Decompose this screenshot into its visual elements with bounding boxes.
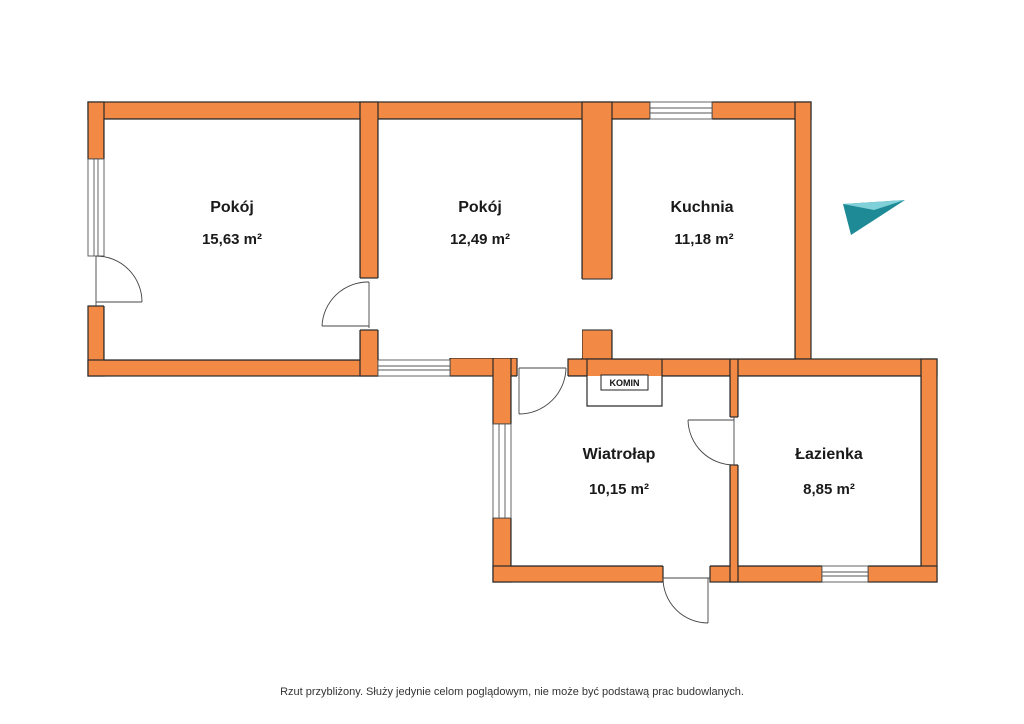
door-bathroom xyxy=(687,417,735,466)
window-bathroom xyxy=(821,565,869,583)
room-interiors xyxy=(104,119,921,566)
room-area-pokoj-2: 12,49 m² xyxy=(450,231,510,248)
wall-bottom-bath-right xyxy=(867,565,938,583)
wall-bath-right xyxy=(920,358,938,583)
room-area-lazienka: 8,85 m² xyxy=(803,481,855,498)
room-outlines xyxy=(103,118,922,567)
wall-bottom-vestibule xyxy=(492,565,664,583)
room-name-pokoj-1: Pokój xyxy=(210,199,254,216)
wall-vestibule-left-upper xyxy=(492,357,512,425)
door-entrance-left xyxy=(95,255,143,306)
windows xyxy=(87,101,869,583)
chimney: KOMIN xyxy=(600,374,649,391)
room-area-kuchnia: 11,18 m² xyxy=(674,231,733,248)
room-name-pokoj-2: Pokój xyxy=(458,199,502,216)
wall-bottom-bath-left xyxy=(709,565,823,583)
wall-bath-partition-lower xyxy=(729,464,739,583)
door-kitchen-opening xyxy=(582,278,612,331)
room-name-wiatrolap: Wiatrołap xyxy=(583,446,656,463)
room-area-wiatrolap: 10,15 m² xyxy=(589,481,649,498)
room-area-pokoj-1: 15,63 m² xyxy=(202,231,262,248)
wall-bottom-left xyxy=(87,359,379,377)
window-vestibule xyxy=(492,423,512,519)
wall-bath-partition-upper xyxy=(729,358,739,418)
window-top-kitchen xyxy=(649,101,713,120)
wall-kitchen-right xyxy=(794,101,812,377)
window-bottom-room xyxy=(377,359,451,377)
room-labels: Pokój 15,63 m² Pokój 12,49 m² Kuchnia 11… xyxy=(202,199,863,498)
wall-left-upper xyxy=(87,101,105,160)
window-left xyxy=(87,158,105,257)
door-between-rooms xyxy=(321,281,370,328)
room-name-kuchnia: Kuchnia xyxy=(670,199,733,216)
room-name-lazienka: Łazienka xyxy=(795,446,863,463)
chimney-label: KOMIN xyxy=(610,378,640,388)
north-arrow-icon xyxy=(843,200,905,235)
doors xyxy=(95,255,735,624)
wall-partition-lower xyxy=(359,329,379,377)
door-vestibule-top xyxy=(518,367,567,415)
door-exterior xyxy=(662,577,710,624)
wall-kitchen-left-upper xyxy=(581,101,613,280)
wall-bath-top xyxy=(729,358,938,377)
wall-partition-upper xyxy=(359,101,379,279)
disclaimer-note: Rzut przybliżony. Służy jedynie celom po… xyxy=(280,686,744,698)
